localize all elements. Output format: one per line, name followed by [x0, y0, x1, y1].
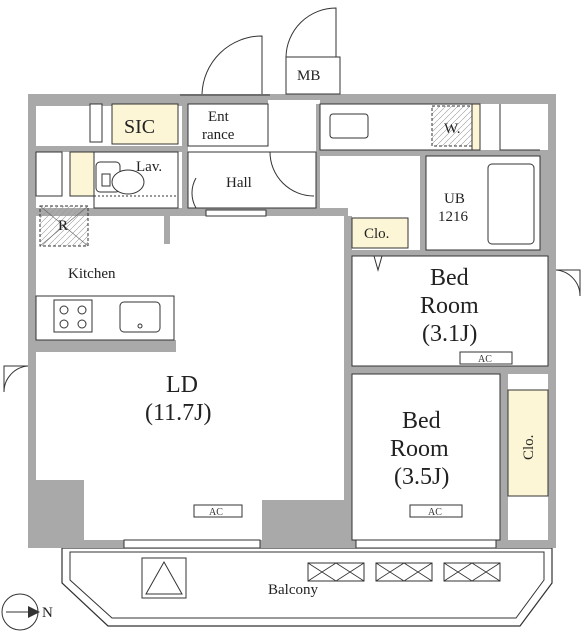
- kitchen-label: Kitchen: [68, 266, 116, 282]
- outdoor-unit-1: [307, 562, 365, 582]
- wall-niche: [89, 103, 103, 143]
- window-bed2: [355, 539, 497, 549]
- bedroom-2: Bed Room (3.5J) AC: [351, 373, 501, 549]
- clo-top-label: Clo.: [364, 226, 389, 242]
- ac-label-bed1: AC: [478, 354, 492, 365]
- side-door: [3, 365, 29, 393]
- interior-walls: [28, 100, 548, 548]
- compass-n-label: N: [42, 605, 53, 621]
- ac-unit-bed1: [459, 351, 513, 365]
- closet-side: Clo.: [507, 389, 549, 497]
- washroom: W.: [319, 103, 540, 151]
- bedroom2-label-1: Bed: [402, 408, 441, 434]
- sic-label: SIC: [124, 116, 155, 138]
- ac-label-ld: AC: [209, 507, 223, 518]
- r-label: R: [58, 218, 68, 234]
- bedroom1-label-3: (3.1J): [422, 321, 477, 347]
- ub-label-1: UB: [444, 191, 465, 207]
- entrance-door: [180, 7, 337, 96]
- hall: Hall: [187, 151, 317, 217]
- kitchen: Kitchen: [35, 266, 175, 341]
- ac-label-bed2: AC: [428, 507, 442, 518]
- closet-top: Clo.: [351, 217, 409, 249]
- ac-unit-ld: [193, 504, 243, 518]
- refrigerator: R: [39, 205, 89, 247]
- living-dining: LD (11.7J) AC: [123, 372, 261, 549]
- side-door-right: [555, 269, 581, 297]
- unit-bath: UB 1216: [425, 155, 541, 251]
- shoe-in-closet: SIC: [111, 103, 179, 145]
- bedroom2-label-2: Room: [390, 436, 449, 462]
- compass-icon: N: [1, 593, 53, 631]
- bedroom1-label-2: Room: [420, 293, 479, 319]
- balcony-label: Balcony: [268, 582, 318, 598]
- lav-label: Lav.: [136, 159, 162, 175]
- clo-side-label: Clo.: [521, 435, 537, 460]
- entrance-label-1: Ent: [208, 109, 230, 125]
- evacuation-hatch: [141, 557, 187, 599]
- bedroom2-label-3: (3.5J): [394, 464, 449, 490]
- window-ld: [123, 539, 261, 549]
- ub-label-2: 1216: [438, 209, 469, 225]
- ac-unit-bed2: [409, 504, 463, 518]
- outdoor-unit-3: [443, 562, 501, 582]
- ld-label-1: LD: [166, 372, 198, 398]
- bedroom-1: Bed Room (3.1J) AC: [351, 255, 549, 367]
- wall-niche-left: [35, 151, 63, 197]
- w-label: W.: [444, 121, 461, 137]
- hall-label: Hall: [226, 175, 252, 191]
- entrance: Ent rance: [187, 103, 269, 147]
- bedroom1-label-1: Bed: [430, 265, 469, 291]
- meter-box: MB: [285, 56, 341, 95]
- entrance-label-2: rance: [202, 127, 235, 143]
- ld-label-2: (11.7J): [145, 400, 211, 426]
- balcony: Balcony: [61, 547, 553, 627]
- outdoor-unit-2: [375, 562, 433, 582]
- lavatory: Lav.: [69, 151, 179, 209]
- mb-label: MB: [297, 68, 320, 84]
